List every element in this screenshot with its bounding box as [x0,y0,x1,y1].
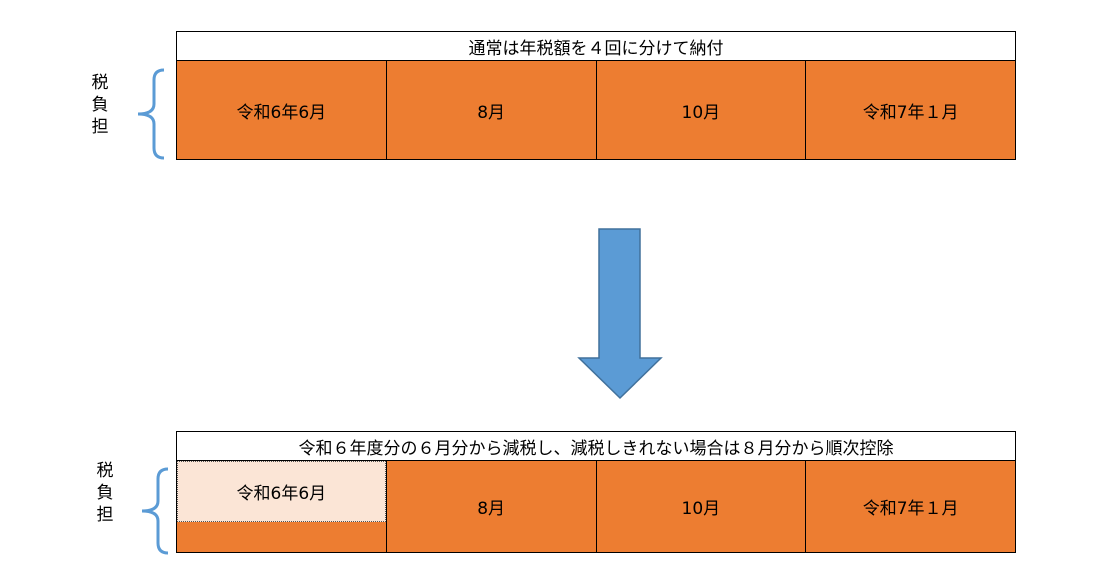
bottom-cell-january: 令和7年１月 [806,461,1015,552]
bottom-cell-january-label: 令和7年１月 [862,499,959,519]
top-cell-august-label: 8月 [477,102,506,123]
top-header-text: 通常は年税額を４回に分けて納付 [468,38,724,59]
top-cell-january: 令和7年１月 [806,61,1015,159]
top-payment-row: 令和6年6月 8月 10月 令和7年１月 [176,61,1016,160]
bottom-side-label: 税負担 [96,461,114,525]
top-cell-october-label: 10月 [681,102,721,123]
top-cell-june-label: 令和6年6月 [236,102,327,123]
bottom-cell-june-label: 令和6年6月 [236,484,327,504]
bottom-cell-june: 令和6年6月 [177,461,387,552]
bottom-cell-august-label: 8月 [477,499,506,519]
down-arrow-icon [577,228,663,400]
top-header: 通常は年税額を４回に分けて納付 [176,31,1016,61]
top-cell-august: 8月 [386,61,597,159]
bottom-cell-june-reduced-portion: 令和6年6月 [177,461,386,522]
bottom-header: 令和６年度分の６月分から減税し、減税しきれない場合は８月分から順次控除 [176,431,1016,461]
top-side-label: 税負担 [91,73,109,137]
bottom-brace-icon [141,467,169,555]
top-cell-october: 10月 [596,61,807,159]
bottom-header-text: 令和６年度分の６月分から減税し、減税しきれない場合は８月分から順次控除 [298,438,894,459]
top-brace-icon [137,68,165,160]
top-cell-june: 令和6年6月 [177,61,387,159]
top-cell-january-label: 令和7年１月 [862,102,959,123]
bottom-payment-row: 令和6年6月 8月 10月 令和7年１月 [176,461,1016,553]
bottom-cell-october: 10月 [596,461,807,552]
bottom-cell-august: 8月 [386,461,597,552]
bottom-cell-october-label: 10月 [681,499,721,519]
